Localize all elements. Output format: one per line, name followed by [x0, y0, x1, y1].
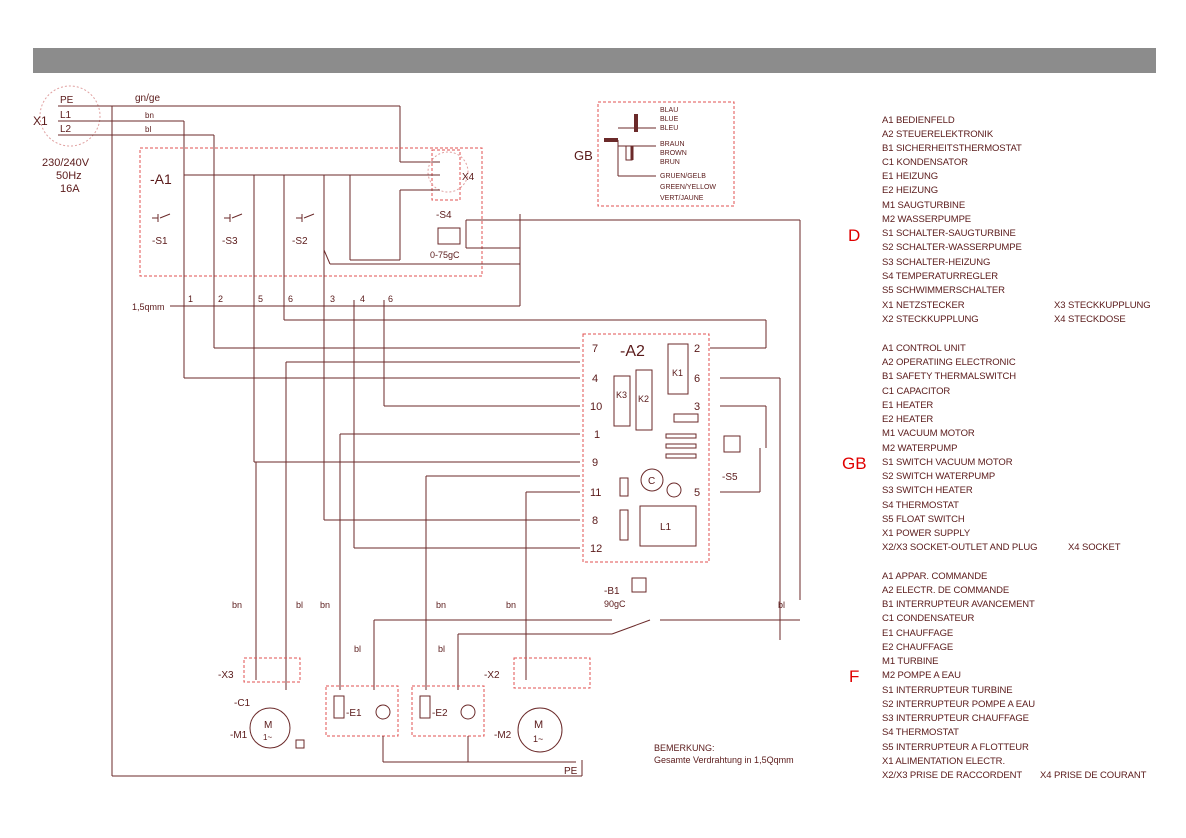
a2-term-9: 9 [592, 457, 598, 469]
pe-label: PE [60, 95, 74, 106]
m1-motor [249, 707, 291, 749]
a2-term-7: 7 [592, 343, 598, 355]
x3-box [243, 657, 301, 683]
wire-num-6: 6 [288, 294, 293, 304]
a2-term-11: 11 [590, 487, 601, 499]
wire-bn-3: bn [436, 600, 446, 610]
wire-num-4: 4 [360, 294, 365, 304]
gnge-label: gn/ge [135, 93, 160, 104]
color-blau: BLAU [660, 107, 678, 114]
c-label: C [648, 476, 655, 487]
k3-label: K3 [616, 390, 627, 400]
wire-bn-2: bn [320, 600, 330, 610]
color-braun: BRAUN [660, 141, 685, 148]
a2-term-2: 2 [694, 343, 700, 355]
a2-term-1: 1 [594, 429, 600, 441]
header-bar [33, 48, 1156, 73]
e1-label: -E1 [346, 708, 362, 719]
b1-label: -B1 [604, 586, 620, 597]
c1-label: -C1 [234, 698, 251, 709]
gauge-label: 1,5qmm [132, 302, 165, 312]
a2-term-8: 8 [592, 515, 598, 527]
m1-phase: 1~ [263, 733, 272, 742]
s3-label: -S3 [222, 236, 238, 247]
a1-box [139, 147, 483, 277]
a2-label: -A2 [620, 343, 645, 360]
m1-label: -M1 [230, 730, 248, 741]
wire-bn-4: bn [506, 600, 516, 610]
x2-box [513, 657, 591, 689]
x1-plug-outline [39, 85, 101, 147]
color-bleu: BLEU [660, 125, 678, 132]
supply-freq: 50Hz [56, 170, 82, 182]
e2-box [411, 685, 485, 737]
supply-voltage: 230/240V [42, 157, 90, 169]
x3-label: -X3 [218, 670, 234, 681]
s4-range: 0-75gC [430, 250, 460, 260]
x2-label: -X2 [484, 670, 500, 681]
wire-bl-4: bl [438, 644, 445, 654]
supply-current: 16A [60, 183, 80, 195]
remark-text: Gesamte Verdrahtung in 1,5Qqmm [654, 755, 794, 765]
pe-bottom-label: PE [564, 766, 578, 777]
m2-motor [517, 707, 563, 753]
wire-num-2: 2 [218, 294, 223, 304]
bl-label: bl [145, 125, 151, 134]
m1-symbol: M [264, 720, 272, 731]
l1-label: L1 [60, 110, 72, 121]
wire-num-3: 3 [330, 294, 335, 304]
s5-label: -S5 [722, 472, 738, 483]
gb-color-label: GB [574, 148, 593, 163]
color-blue: BLUE [660, 116, 679, 123]
a2-term-3: 3 [694, 401, 700, 413]
bn-label: bn [145, 111, 154, 120]
x1-label: X1 [33, 114, 48, 128]
a2-term-6: 6 [694, 373, 700, 385]
wire-bl-2: bl [778, 600, 785, 610]
s1-label: -S1 [152, 236, 168, 247]
color-brun: BRUN [660, 159, 680, 166]
a2-box [582, 333, 710, 563]
b1-temp: 90gC [604, 599, 626, 609]
color-vert: VERT/JAUNE [660, 195, 704, 202]
s4-label: -S4 [436, 210, 452, 221]
m2-label: -M2 [494, 730, 512, 741]
e1-box [325, 685, 399, 737]
color-brown: BROWN [660, 150, 687, 157]
wire-num-1: 1 [188, 294, 193, 304]
a2-term-5: 5 [694, 487, 700, 499]
k1-label: K1 [672, 368, 683, 378]
k2-label: K2 [638, 394, 649, 404]
a2-term-12: 12 [590, 543, 602, 555]
e2-label: -E2 [432, 708, 448, 719]
s2-label: -S2 [292, 236, 308, 247]
l2-label: L2 [60, 124, 72, 135]
wire-num-6b: 6 [388, 294, 393, 304]
wire-bl-3: bl [354, 644, 361, 654]
color-green: GREEN/YELLOW [660, 184, 716, 191]
m2-phase: 1~ [533, 734, 543, 744]
m2-symbol: M [534, 719, 543, 731]
a2-term-4: 4 [592, 373, 598, 385]
color-gruen: GRUEN/GELB [660, 173, 706, 180]
l1-coil-label: L1 [660, 522, 672, 533]
gb-color-box [597, 101, 735, 207]
x4-label: X4 [462, 172, 475, 183]
wire-bl-1: bl [296, 600, 303, 610]
remark-title: BEMERKUNG: [654, 743, 715, 753]
a1-label: -A1 [150, 171, 172, 187]
a2-term-10: 10 [590, 401, 602, 413]
wire-num-5: 5 [258, 294, 263, 304]
wire-bn-1: bn [232, 600, 242, 610]
